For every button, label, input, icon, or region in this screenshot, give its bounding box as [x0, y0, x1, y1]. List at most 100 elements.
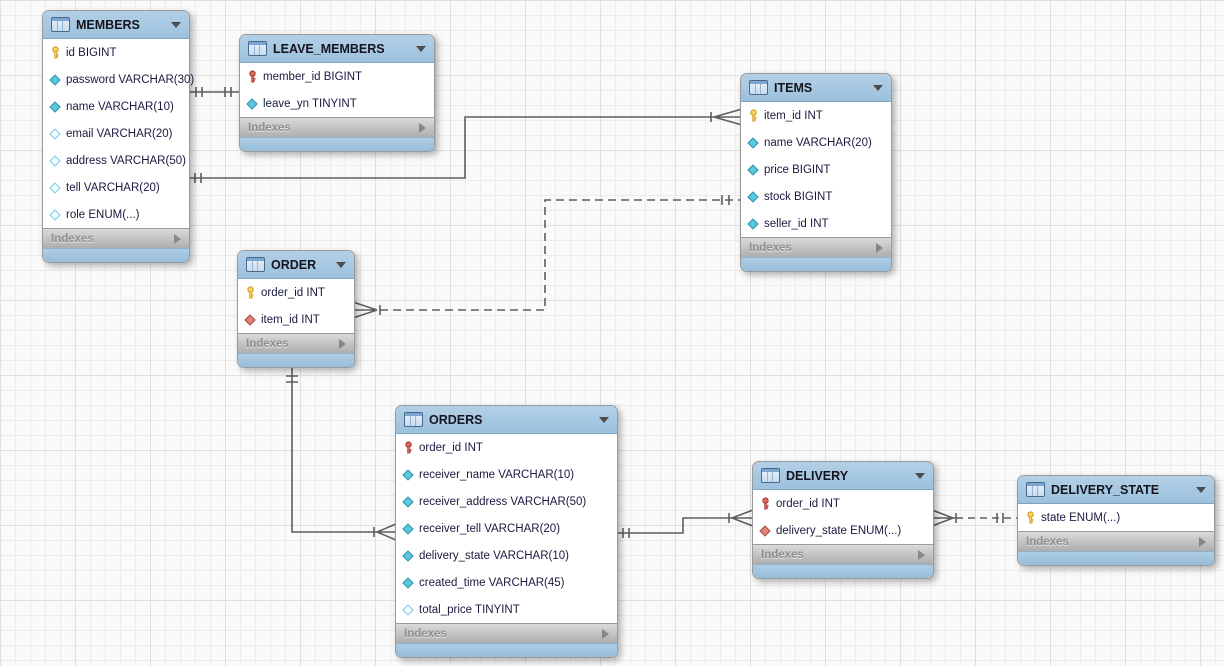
notnull-diamond-icon — [49, 100, 61, 113]
nullable-diamond-icon — [49, 181, 61, 194]
column-row[interactable]: name VARCHAR(20) — [741, 129, 891, 156]
column-row[interactable]: leave_yn TINYINT — [240, 90, 434, 117]
notnull-diamond-icon — [402, 468, 414, 481]
column-row[interactable]: receiver_tell VARCHAR(20) — [396, 515, 617, 542]
primary-key-icon — [1027, 511, 1034, 524]
collapse-arrow-icon[interactable] — [873, 84, 883, 91]
table-header[interactable]: ORDERS — [396, 406, 617, 434]
primary-key-icon — [247, 286, 254, 299]
column-list: item_id INT name VARCHAR(20) price BIGIN… — [741, 102, 891, 237]
nullable-diamond-icon — [49, 127, 61, 140]
column-label: delivery_state VARCHAR(10) — [419, 549, 569, 562]
column-row[interactable]: order_id INT — [753, 490, 933, 517]
column-row[interactable]: stock BIGINT — [741, 183, 891, 210]
column-row[interactable]: name VARCHAR(10) — [43, 93, 189, 120]
notnull-diamond-icon — [747, 190, 759, 203]
column-row[interactable]: address VARCHAR(50) — [43, 147, 189, 174]
expand-arrow-icon[interactable] — [419, 122, 426, 133]
indexes-footer[interactable]: Indexes — [396, 623, 617, 643]
expand-arrow-icon[interactable] — [876, 242, 883, 253]
collapse-arrow-icon[interactable] — [336, 261, 346, 268]
column-row[interactable]: item_id INT — [238, 306, 354, 333]
table-title: LEAVE_MEMBERS — [273, 41, 385, 56]
expand-arrow-icon[interactable] — [918, 549, 925, 560]
relationship-orders-delivery[interactable] — [616, 509, 754, 538]
table-order[interactable]: ORDER order_id INT item_id INT Indexes — [237, 250, 355, 368]
column-label: total_price TINYINT — [419, 603, 520, 616]
expand-arrow-icon[interactable] — [602, 628, 609, 639]
indexes-footer[interactable]: Indexes — [1018, 531, 1214, 551]
primary-key-icon — [52, 46, 59, 59]
column-row[interactable]: item_id INT — [741, 102, 891, 129]
expand-arrow-icon[interactable] — [1199, 536, 1206, 547]
table-title: ORDERS — [429, 412, 483, 427]
table-header[interactable]: DELIVERY — [753, 462, 933, 490]
indexes-footer[interactable]: Indexes — [753, 544, 933, 564]
column-label: leave_yn TINYINT — [263, 97, 357, 110]
table-bottom-bar — [396, 643, 617, 657]
table-delivery-state[interactable]: DELIVERY_STATE state ENUM(...) Indexes — [1017, 475, 1215, 566]
notnull-diamond-icon — [402, 549, 414, 562]
column-label: state ENUM(...) — [1041, 511, 1121, 524]
table-members[interactable]: MEMBERS id BIGINT password VARCHAR(30) n… — [42, 10, 194, 263]
table-leave-members[interactable]: LEAVE_MEMBERS member_id BIGINT leave_yn … — [239, 34, 435, 152]
column-list: order_id INT item_id INT — [238, 279, 354, 333]
indexes-footer[interactable]: Indexes — [43, 228, 189, 248]
collapse-arrow-icon[interactable] — [915, 472, 925, 479]
table-header[interactable]: ORDER — [238, 251, 354, 279]
column-row[interactable]: total_price TINYINT — [396, 596, 617, 623]
column-row[interactable]: created_time VARCHAR(45) — [396, 569, 617, 596]
column-list: id BIGINT password VARCHAR(30) name VARC… — [43, 39, 194, 228]
table-delivery[interactable]: DELIVERY order_id INT delivery_state ENU… — [752, 461, 934, 579]
notnull-diamond-icon — [402, 495, 414, 508]
column-row[interactable]: role ENUM(...) — [43, 201, 189, 228]
column-row[interactable]: password VARCHAR(30) — [43, 66, 194, 93]
indexes-footer[interactable]: Indexes — [741, 237, 891, 257]
column-list: state ENUM(...) — [1018, 504, 1214, 531]
indexes-footer[interactable]: Indexes — [238, 333, 354, 353]
indexes-label: Indexes — [749, 241, 792, 254]
collapse-arrow-icon[interactable] — [1196, 486, 1206, 493]
column-row[interactable]: order_id INT — [238, 279, 354, 306]
column-row[interactable]: price BIGINT — [741, 156, 891, 183]
relationship-delivery-delivery-state[interactable] — [931, 509, 1018, 527]
column-row[interactable]: state ENUM(...) — [1018, 504, 1214, 531]
column-row[interactable]: id BIGINT — [43, 39, 189, 66]
collapse-arrow-icon[interactable] — [416, 45, 426, 52]
column-label: order_id INT — [261, 286, 325, 299]
table-bottom-bar — [43, 248, 189, 262]
expand-arrow-icon[interactable] — [339, 338, 346, 349]
table-header[interactable]: MEMBERS — [43, 11, 189, 39]
relationship-members-leave-members[interactable] — [188, 87, 239, 97]
notnull-diamond-icon — [747, 163, 759, 176]
column-label: id BIGINT — [66, 46, 117, 59]
column-row[interactable]: order_id INT — [396, 434, 617, 461]
column-row[interactable]: delivery_state VARCHAR(10) — [396, 542, 617, 569]
table-items[interactable]: ITEMS item_id INT name VARCHAR(20) price… — [740, 73, 892, 272]
relationship-order-items[interactable] — [352, 195, 742, 319]
collapse-arrow-icon[interactable] — [171, 21, 181, 28]
table-header[interactable]: DELIVERY_STATE — [1018, 476, 1214, 504]
indexes-footer[interactable]: Indexes — [240, 117, 434, 137]
table-header[interactable]: LEAVE_MEMBERS — [240, 35, 434, 63]
table-title: DELIVERY_STATE — [1051, 482, 1160, 497]
foreign-key-diamond-icon — [759, 524, 771, 537]
column-row[interactable]: seller_id INT — [741, 210, 891, 237]
column-row[interactable]: email VARCHAR(20) — [43, 120, 189, 147]
column-row[interactable]: delivery_state ENUM(...) — [753, 517, 933, 544]
expand-arrow-icon[interactable] — [174, 233, 181, 244]
column-label: name VARCHAR(10) — [66, 100, 174, 113]
notnull-diamond-icon — [747, 136, 759, 149]
column-row[interactable]: member_id BIGINT — [240, 63, 434, 90]
foreign-primary-key-icon — [405, 441, 412, 454]
column-row[interactable]: tell VARCHAR(20) — [43, 174, 189, 201]
collapse-arrow-icon[interactable] — [599, 416, 609, 423]
relationship-order-orders[interactable] — [286, 365, 397, 541]
column-label: tell VARCHAR(20) — [66, 181, 160, 194]
table-header[interactable]: ITEMS — [741, 74, 891, 102]
column-row[interactable]: receiver_name VARCHAR(10) — [396, 461, 617, 488]
table-orders[interactable]: ORDERS order_id INT receiver_name VARCHA… — [395, 405, 618, 658]
column-label: price BIGINT — [764, 163, 831, 176]
column-row[interactable]: receiver_address VARCHAR(50) — [396, 488, 617, 515]
